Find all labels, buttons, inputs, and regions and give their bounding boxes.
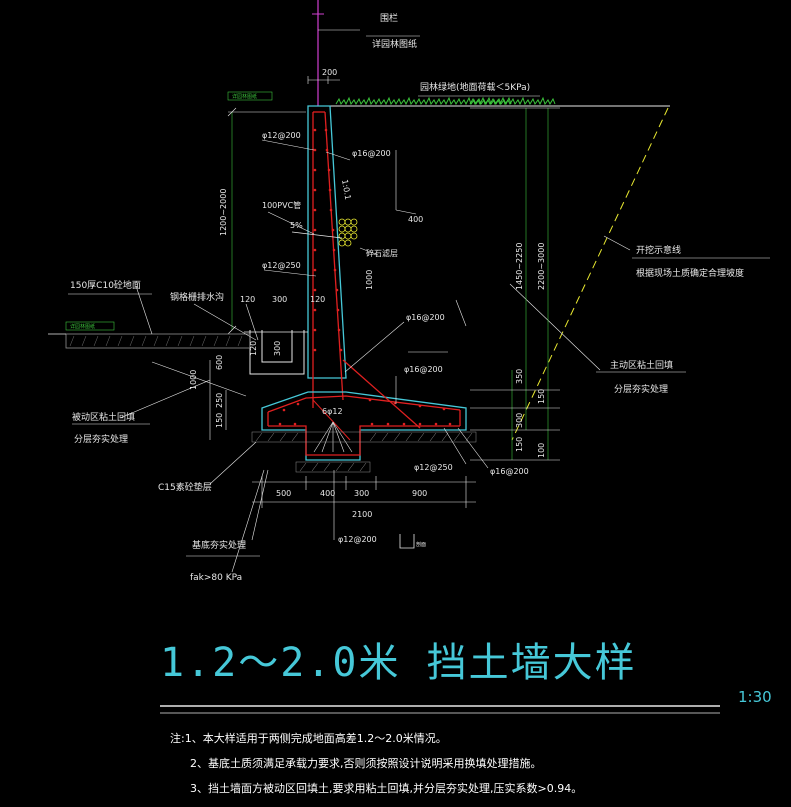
fence-label: 围栏 xyxy=(380,12,398,24)
dim-120a: 120 xyxy=(240,295,255,304)
note-1: 注:1、本大样适用于两侧完成地面高差1.2～2.0米情况。 xyxy=(170,731,447,745)
excavation-line-label: 开挖示意线 xyxy=(636,244,681,256)
rebar-16-200-mid: φ16@200 xyxy=(406,313,445,322)
fence-ref-label: 详园林图纸 xyxy=(372,38,417,50)
rebar-16-200-top: φ16@200 xyxy=(352,149,391,158)
c15-label: C15素砼垫层 xyxy=(158,481,212,493)
dim-top xyxy=(307,76,340,84)
dim-120b: 120 xyxy=(310,295,325,304)
note-3: 3、挡土墙面方被动区回填土,要求用粘土回填,并分层夯实处理,压实系数>0.94。 xyxy=(190,781,582,795)
wall-stem xyxy=(307,105,347,379)
ground-load-label: 园林绿地(地面荷载＜5KPa) xyxy=(420,81,530,93)
excavation-line xyxy=(511,107,669,441)
rebar-12-200-top: φ12@200 xyxy=(262,131,301,140)
drain-ditch-label: 钢格栅排水沟 xyxy=(170,291,224,303)
rebar-6-12: 6φ12 xyxy=(322,407,343,416)
dim-top-200: 200 xyxy=(322,68,337,77)
section-mark-label: 剖面 xyxy=(416,541,426,548)
fence-post xyxy=(312,0,360,106)
dim-600: 600 xyxy=(215,355,224,370)
dim-400: 400 xyxy=(408,215,423,224)
dim-1000b: 1000 xyxy=(189,370,198,390)
dim-300c: 300 xyxy=(515,413,524,428)
rebar-12-200-bot: φ12@200 xyxy=(338,535,377,544)
dim-1450-2250: 1450~2250 xyxy=(515,243,524,290)
landscape-tag-top: 详园林图纸 xyxy=(232,93,257,100)
left-ground-slab xyxy=(48,333,251,349)
gravel-label: 碎石滤层 xyxy=(366,248,398,258)
section-mark xyxy=(399,534,415,549)
rebar-16-200-b: φ16@200 xyxy=(404,365,443,374)
fak-label: fak>80 KPa xyxy=(190,573,242,583)
dim-150: 150 xyxy=(215,413,224,428)
dim-2200-3000: 2200~3000 xyxy=(537,243,546,290)
dim-100: 100 xyxy=(537,443,546,458)
rebar-16-200-c: φ16@200 xyxy=(490,467,529,476)
dim-300a: 300 xyxy=(272,295,287,304)
rebar-12-250-b: φ12@250 xyxy=(414,463,453,472)
active-zone-label: 主动区粘土回填 xyxy=(610,359,673,371)
ground-surface-right xyxy=(330,96,670,107)
dim-120c: 120 xyxy=(249,341,258,356)
slope-5-label: 5% xyxy=(290,221,303,230)
dim-1000: 1000 xyxy=(365,270,374,290)
excavation-note-label: 根据现场土质确定合理坡度 xyxy=(636,267,744,279)
pvc-label: 100PVC管 xyxy=(262,200,301,210)
gravel-filter xyxy=(338,218,358,247)
rebar-12-250: φ12@250 xyxy=(262,261,301,270)
dim-350: 350 xyxy=(515,369,524,384)
dim-400b: 400 xyxy=(320,489,335,498)
slab-label: 150厚C10砼地面 xyxy=(70,279,141,291)
drawing-title: 1.2～2.0米 挡土墙大样 xyxy=(160,640,637,686)
passive-zone-label: 被动区粘土回填 xyxy=(72,411,135,423)
dim-2100: 2100 xyxy=(352,510,372,519)
dim-1200-2000: 1200~2000 xyxy=(219,189,228,236)
base-treatment-label: 基底夯实处理 xyxy=(192,539,246,551)
active-zone-label-2: 分层夯实处理 xyxy=(614,383,668,395)
dim-150-right: 150 xyxy=(537,389,546,404)
dim-250: 250 xyxy=(215,393,224,408)
passive-zone-label-2: 分层夯实处理 xyxy=(74,433,128,445)
dim-500: 500 xyxy=(276,489,291,498)
dim-300b: 300 xyxy=(273,341,282,356)
dim-900: 900 xyxy=(412,489,427,498)
drawing-scale: 1:30 xyxy=(738,688,772,706)
landscape-tag-left: 详园林图纸 xyxy=(70,323,95,330)
drain-ditch xyxy=(244,330,308,375)
slope-ratio: 1:0.1 xyxy=(340,179,352,201)
dim-left-height xyxy=(227,107,306,335)
dim-150b: 150 xyxy=(515,437,524,452)
note-2: 2、基底土质须满足承载力要求,否则须按照设计说明采用换填处理措施。 xyxy=(190,756,542,770)
dim-300d: 300 xyxy=(354,489,369,498)
